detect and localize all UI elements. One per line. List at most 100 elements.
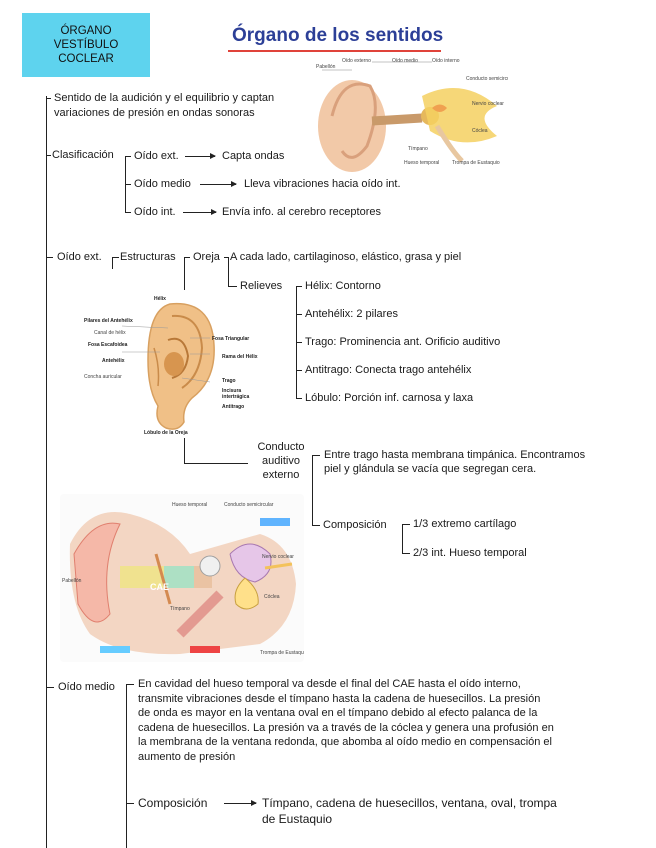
tag-line-1: ÓRGANO xyxy=(60,25,112,37)
composicion-item-2: 2/3 int. Hueso temporal xyxy=(413,547,527,559)
section-label-7: Pabellón xyxy=(62,578,82,584)
auricle-label-pilares: Pilares del Antehélix xyxy=(84,318,133,324)
arrow-icon xyxy=(183,209,217,215)
title-underline xyxy=(228,50,441,52)
oido-ext-label: Oído ext. xyxy=(57,251,102,263)
auricle-label-intertragica: intertrágica xyxy=(222,394,250,400)
arrow-icon xyxy=(224,800,257,806)
arrow-icon xyxy=(200,181,237,187)
relieve-tick-3 xyxy=(296,342,302,343)
relieves-label: Relieves xyxy=(240,280,283,292)
auricle-label-helix: Hélix xyxy=(154,296,166,302)
medio-tick xyxy=(46,687,54,688)
auricle-label-antehelix: Antehélix xyxy=(102,358,125,364)
relieve-tick-1 xyxy=(296,286,302,287)
clasif-item-name-3: Oído int. xyxy=(134,206,176,218)
intro-tick xyxy=(46,98,51,99)
auricle-label-canal: Canal de hélix xyxy=(94,330,126,336)
medio-comp-tick xyxy=(126,803,134,804)
auricle-figure: Hélix Pilares del Antehélix Canal de hél… xyxy=(82,290,258,438)
relieves-bracket xyxy=(228,257,229,286)
oreja-tick xyxy=(184,257,190,258)
conducto-desc-line-1: Entre trago hasta membrana timpánica. En… xyxy=(324,449,586,461)
auricle-label-fosa-triangular: Fosa Triangular xyxy=(212,336,250,342)
ear-label-8: Tímpano xyxy=(408,146,428,152)
composicion-label: Composición xyxy=(323,519,387,531)
section-label-3: Nervio coclear xyxy=(262,554,294,560)
ear-label-5: Conducto semicircular xyxy=(466,76,508,82)
medio-desc-line-5: la membrana de la ventana redonda, que a… xyxy=(138,736,552,748)
auricle-label-incisura: Incisura xyxy=(222,388,242,394)
conducto-connector xyxy=(184,463,248,464)
section-label-4: Cóclea xyxy=(264,594,280,600)
main-spine xyxy=(46,96,47,848)
section-label-1: Hueso temporal xyxy=(172,502,208,508)
ear-section-figure: CAE Hueso temporal Conducto semicircular… xyxy=(60,494,304,662)
conducto-desc-line-2: piel y glándula se vacía que segregan ce… xyxy=(324,463,537,475)
oreja-label: Oreja xyxy=(193,251,220,263)
tag-line-2: VESTÍBULO xyxy=(53,39,119,51)
auricle-label-lobulo: Lóbulo de la Oreja xyxy=(144,430,188,436)
relieve-item-5: Lóbulo: Porción inf. carnosa y laxa xyxy=(305,392,474,404)
ear-section-illustration xyxy=(60,494,304,662)
page-title: Órgano de los sentidos xyxy=(232,25,444,46)
relieve-item-1: Hélix: Contorno xyxy=(305,280,381,292)
medio-bracket xyxy=(126,684,127,848)
estructuras-label: Estructuras xyxy=(120,251,176,263)
oreja-connector xyxy=(224,257,229,258)
medio-composicion-line-1: Tímpano, cadena de huesecillos, ventana,… xyxy=(262,796,557,810)
relieve-tick-4 xyxy=(296,370,302,371)
conducto-bracket xyxy=(312,455,313,525)
section-label-6: Trompa de Eustaquio xyxy=(260,650,304,656)
conducto-line-2: auditivo xyxy=(262,455,300,467)
relieve-item-4: Antitrago: Conecta trago antehélix xyxy=(305,364,472,376)
ear-label-2: Oído externo xyxy=(342,58,371,64)
oreja-desc: A cada lado, cartilaginoso, elástico, gr… xyxy=(230,251,462,263)
medio-desc-line-2: transmite vibraciones desde el tímpano h… xyxy=(138,692,541,705)
ear-label-7: Cóclea xyxy=(472,128,488,134)
tag-line-3: COCLEAR xyxy=(58,53,114,65)
auricle-label-concha: Concha auricular xyxy=(84,374,122,380)
auricle-label-fosa-escafoidea: Fosa Escafoidea xyxy=(88,342,128,348)
clasif-tick-1 xyxy=(125,156,131,157)
clasif-tick-3 xyxy=(125,212,131,213)
conducto-desc-tick xyxy=(312,455,320,456)
clasif-item-desc-3: Envía info. al cerebro receptores xyxy=(222,206,381,218)
auricle-illustration xyxy=(82,290,258,438)
composicion-item-tick-2 xyxy=(402,553,410,554)
composicion-bracket xyxy=(402,524,403,553)
ear-label-6: Nervio coclear xyxy=(472,101,504,107)
clasif-item-name-1: Oído ext. xyxy=(134,150,179,162)
medio-composicion-label: Composición xyxy=(138,796,208,810)
section-label-5: Tímpano xyxy=(170,606,190,612)
ear-label-10: Hueso temporal xyxy=(404,160,440,166)
ear-label-9: Trompa de Eustaquio xyxy=(452,160,500,166)
medio-desc-line-4: cadena de huesecillos. La presión va a t… xyxy=(138,721,554,734)
conducto-line-1: Conducto xyxy=(257,441,305,453)
medio-desc-line-6: aumento de presión xyxy=(138,750,236,763)
intro-line-1: Sentido de la audición y el equilibrio y… xyxy=(54,92,275,104)
topic-tag: ÓRGANO VESTÍBULO COCLEAR xyxy=(22,13,150,77)
ear-label-3: Oído medio xyxy=(392,58,418,64)
conducto-line-3: externo xyxy=(262,469,300,481)
composicion-item-tick-1 xyxy=(402,524,410,525)
ext-tick xyxy=(46,257,53,258)
clasif-tick xyxy=(46,155,51,156)
cae-label: CAE xyxy=(150,582,170,592)
ext-bracket xyxy=(112,257,113,269)
clasif-item-desc-2: Lleva vibraciones hacia oído int. xyxy=(244,178,401,190)
auricle-label-rama: Rama del Hélix xyxy=(222,354,258,360)
relieve-item-2: Antehélix: 2 pilares xyxy=(305,308,398,320)
oido-medio-label: Oído medio xyxy=(58,681,115,693)
intro-line-2: variaciones de presión en ondas sonoras xyxy=(54,107,255,119)
arrow-icon xyxy=(185,153,216,159)
clasif-tick-2 xyxy=(125,184,131,185)
ear-anatomy-figure: Pabellón Oído externo Oído medio Oído in… xyxy=(312,56,508,174)
medio-desc-line-3: de onda es mayor en la ventana oval en e… xyxy=(138,707,538,719)
medio-desc-tick xyxy=(126,684,134,685)
relieves-tick xyxy=(228,286,237,287)
ear-label-4: Oído interno xyxy=(432,58,460,64)
ear-anatomy-illustration xyxy=(312,56,508,174)
oido-medio-description: En cavidad del hueso temporal va desde e… xyxy=(138,677,608,764)
ear-label-1: Pabellón xyxy=(316,64,336,70)
